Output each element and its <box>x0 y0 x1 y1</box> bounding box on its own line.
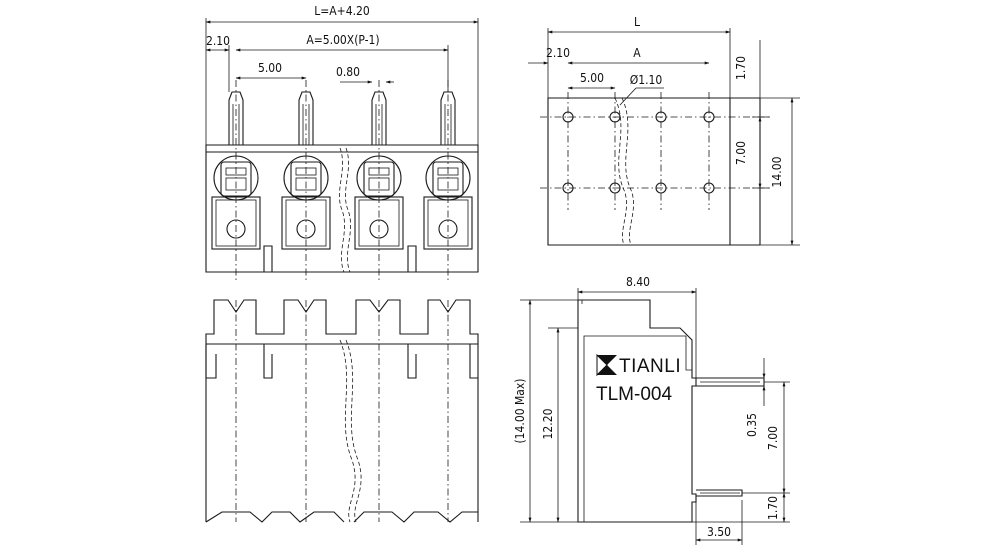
dim-top-margin: 1.70 <box>734 56 748 80</box>
bottom-front-view <box>205 299 479 523</box>
tianli-logo: TIANLI <box>596 353 681 377</box>
dim-row-spacing: 7.00 <box>734 141 748 165</box>
pcb-layout <box>528 28 800 246</box>
dim-max-height: (14.00 Max) <box>513 378 527 443</box>
dim-pin-length: 3.50 <box>707 525 731 539</box>
brand-name: TIANLI <box>619 356 681 377</box>
dim-depth: 8.40 <box>626 275 650 289</box>
front-view <box>205 18 479 280</box>
pcb-holes <box>562 111 715 194</box>
dim-pin-spacing-side: 7.00 <box>766 426 780 450</box>
dim-hole-dia: Ø1.10 <box>630 73 663 87</box>
dim-pin-width: 0.80 <box>336 65 360 79</box>
dim-side-pitch: 5.00 <box>580 71 604 85</box>
brand-mark-icon <box>596 353 617 377</box>
side-view <box>520 288 790 545</box>
model-number: TLM-004 <box>596 384 672 405</box>
front-pins <box>228 91 456 145</box>
dim-A: A <box>633 46 641 60</box>
dim-pin-bottom: 1.70 <box>766 496 780 520</box>
dim-body-height: 12.20 <box>541 408 555 439</box>
dim-height-total: 14.00 <box>770 156 784 187</box>
dim-pitch: 5.00 <box>258 61 282 75</box>
dim-side-offset: 2.10 <box>546 46 570 60</box>
dim-pitch-formula: A=5.00X(P-1) <box>306 33 379 47</box>
dim-offset: 2.10 <box>206 34 230 48</box>
dim-L: L <box>634 15 640 29</box>
dim-pin-thickness: 0.35 <box>745 413 759 437</box>
dim-total-length: L=A+4.20 <box>314 4 370 18</box>
